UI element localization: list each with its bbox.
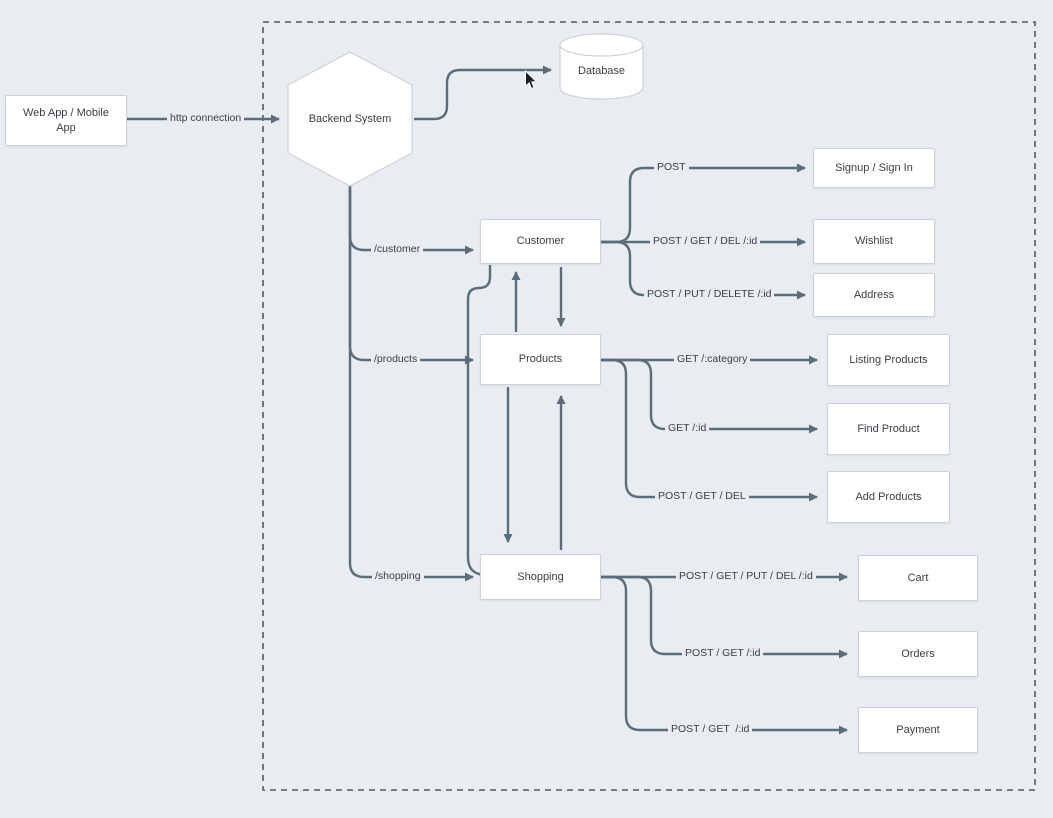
connector-customer-address <box>601 240 806 300</box>
orders-node[interactable]: Orders <box>858 631 978 677</box>
cart-node[interactable]: Cart <box>858 555 978 601</box>
add-products-node[interactable]: Add Products <box>827 471 950 523</box>
connector-products-find <box>601 358 818 434</box>
connector-route-shopping <box>348 186 474 582</box>
connector-shopping-orders <box>601 575 848 659</box>
backend-boundary <box>262 21 1036 791</box>
route-shopping-label: /shopping <box>372 570 424 584</box>
connector-shopping-payment <box>601 575 848 735</box>
connector-route-products <box>348 186 474 365</box>
connector-customer-signup <box>601 163 806 244</box>
address-node[interactable]: Address <box>813 273 935 317</box>
customer-node[interactable]: Customer <box>480 219 601 264</box>
route-customer-label: /customer <box>371 243 424 257</box>
database-cylinder-body[interactable] <box>559 45 644 100</box>
database-cylinder-top[interactable] <box>559 33 644 57</box>
methods-payment-label: POST / GET /:id <box>668 723 753 737</box>
mouse-cursor <box>525 70 538 90</box>
payment-node[interactable]: Payment <box>858 707 978 753</box>
connector-products-add <box>601 358 818 502</box>
methods-orders-label: POST / GET /:id <box>682 647 764 661</box>
find-product-node[interactable]: Find Product <box>827 403 950 455</box>
methods-add-label: POST / GET / DEL <box>655 490 749 504</box>
products-node[interactable]: Products <box>480 334 601 385</box>
backend-hexagon[interactable] <box>287 51 413 187</box>
shopping-node[interactable]: Shopping <box>480 554 601 600</box>
connector-customer-to-shopping <box>466 265 492 579</box>
wishlist-node[interactable]: Wishlist <box>813 219 935 264</box>
connector-backend-database <box>414 65 552 121</box>
methods-wishlist-label: POST / GET / DEL /:id <box>650 235 761 249</box>
methods-listing-label: GET /:category <box>674 353 751 367</box>
http-connection-label: http connection <box>167 112 245 126</box>
route-products-label: /products <box>371 353 421 367</box>
connector-route-customer <box>348 186 474 255</box>
methods-cart-label: POST / GET / PUT / DEL /:id <box>676 570 816 584</box>
methods-find-label: GET /:id <box>665 422 710 436</box>
methods-address-label: POST / PUT / DELETE /:id <box>644 288 775 302</box>
methods-signup-label: POST <box>654 161 689 175</box>
listing-products-node[interactable]: Listing Products <box>827 334 950 386</box>
signup-node[interactable]: Signup / Sign In <box>813 148 935 188</box>
client-node[interactable]: Web App / Mobile App <box>5 95 127 146</box>
